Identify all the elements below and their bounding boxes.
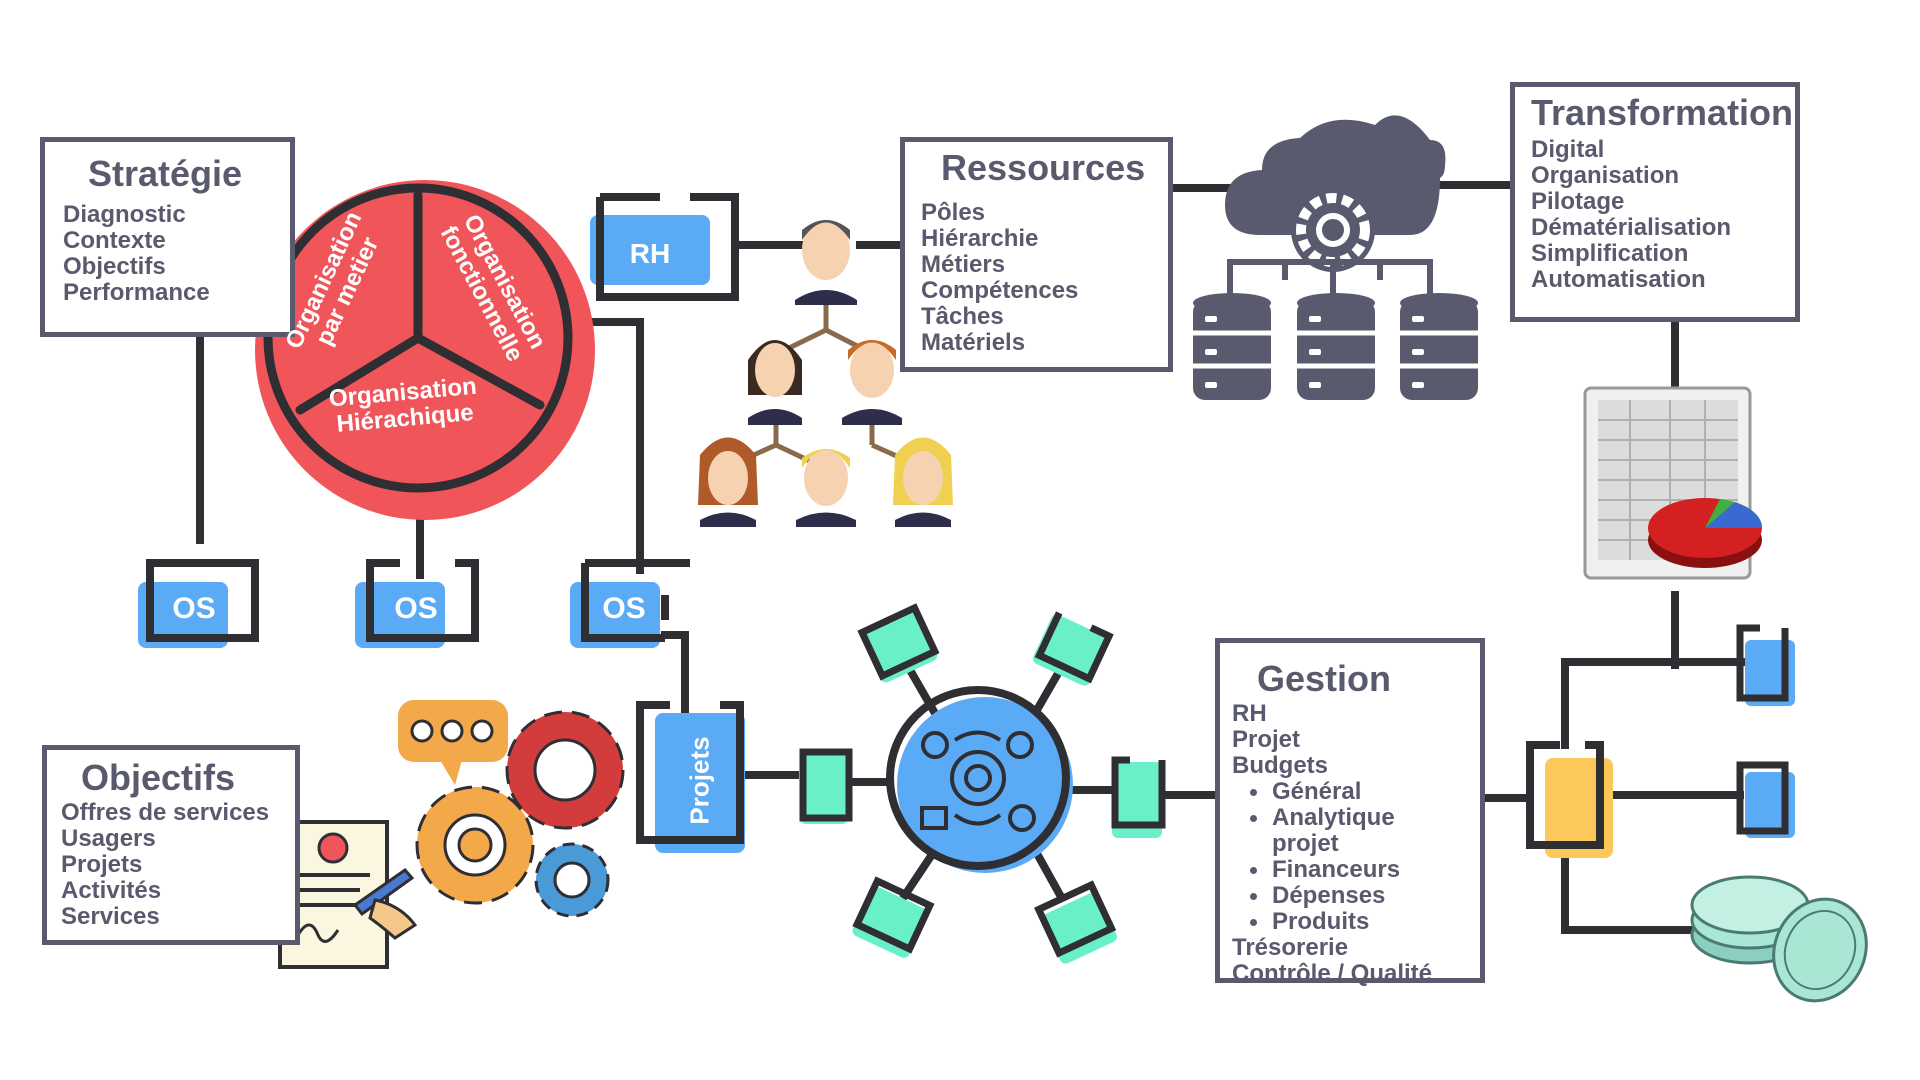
list-item: Financeurs xyxy=(1232,857,1468,883)
list-item: Métiers xyxy=(921,251,1006,278)
list-item: Pôles xyxy=(921,199,986,226)
objectifs-title: Objectifs xyxy=(81,757,236,798)
list-item: Simplification xyxy=(1531,240,1689,267)
mint-nodes xyxy=(799,603,1166,964)
gestion-title: Gestion xyxy=(1257,658,1392,699)
list-item: Usagers xyxy=(61,825,156,852)
os-node-label: OS xyxy=(602,592,646,625)
list-item: Contrôle / Qualité xyxy=(1232,960,1433,987)
list-item: Organisation xyxy=(1531,162,1680,189)
connector-lines xyxy=(196,181,1749,934)
list-item: Produits xyxy=(1232,909,1468,935)
people-network-icon xyxy=(698,220,953,527)
list-item: Projets xyxy=(61,851,143,878)
projets-node-label: Projets xyxy=(684,736,715,825)
node-frames xyxy=(138,193,1795,964)
list-item: Performance xyxy=(63,279,210,306)
database-icon xyxy=(1193,293,1478,400)
gestion-list: RH Projet Budgets Général Analytique pro… xyxy=(1232,701,1468,987)
transformation-list: Digital Organisation Pilotage Dématérial… xyxy=(1531,137,1779,293)
list-item: Objectifs xyxy=(63,253,166,280)
transformation-box: Transformation Digital Organisation Pilo… xyxy=(1510,82,1800,322)
list-item: Diagnostic xyxy=(63,201,186,228)
os-node-label: OS xyxy=(172,592,216,625)
list-item: Général xyxy=(1232,779,1468,805)
ressources-list: Pôles Hiérarchie Métiers Compétences Tâc… xyxy=(921,200,1152,356)
list-item: Dématérialisation xyxy=(1531,214,1732,241)
strategie-title: Stratégie xyxy=(88,153,243,194)
speech-bubble-icon xyxy=(398,700,508,785)
list-item: Offres de services xyxy=(61,799,270,826)
list-item: Compétences xyxy=(921,277,1079,304)
list-item: Budgets xyxy=(1232,752,1328,779)
coins-icon xyxy=(1690,875,1868,1003)
strategie-box: Stratégie Diagnostic Contexte Objectifs … xyxy=(40,137,295,337)
list-item: RH xyxy=(1232,700,1267,727)
process-hub-icon xyxy=(886,686,1073,873)
list-item: Matériels xyxy=(921,329,1026,356)
spreadsheet-pie-icon xyxy=(1583,386,1763,580)
rh-node-label: RH xyxy=(629,238,671,269)
list-item: Projet xyxy=(1232,726,1301,753)
organisation-wheel xyxy=(255,180,595,520)
transformation-title: Transformation xyxy=(1531,92,1794,133)
gestion-box: Gestion RH Projet Budgets Général Analyt… xyxy=(1215,638,1485,987)
list-item: Contexte xyxy=(63,227,166,254)
signed-document-icon xyxy=(278,820,418,969)
ressources-box: Ressources Pôles Hiérarchie Métiers Comp… xyxy=(900,137,1173,372)
list-item: Hiérarchie xyxy=(921,225,1039,252)
list-item: Activités xyxy=(61,877,162,904)
list-item: Tâches xyxy=(921,303,1004,330)
strategie-list: Diagnostic Contexte Objectifs Performanc… xyxy=(63,202,272,306)
list-item: Services xyxy=(61,903,160,930)
list-item: Pilotage xyxy=(1531,188,1625,215)
gears-icon xyxy=(415,710,625,918)
cloud-gear-icon xyxy=(1225,115,1446,295)
list-item: Trésorerie xyxy=(1232,934,1349,961)
list-item: Dépenses xyxy=(1232,883,1468,909)
os-node-label: OS xyxy=(394,592,438,625)
objectifs-box: Objectifs Offres de services Usagers Pro… xyxy=(42,745,300,945)
list-item: Digital xyxy=(1531,136,1605,163)
ressources-title: Ressources xyxy=(941,147,1146,188)
list-item: Analytique projet xyxy=(1232,805,1468,857)
objectifs-list: Offres de services Usagers Projets Activ… xyxy=(61,800,281,930)
list-item: Automatisation xyxy=(1531,266,1706,293)
